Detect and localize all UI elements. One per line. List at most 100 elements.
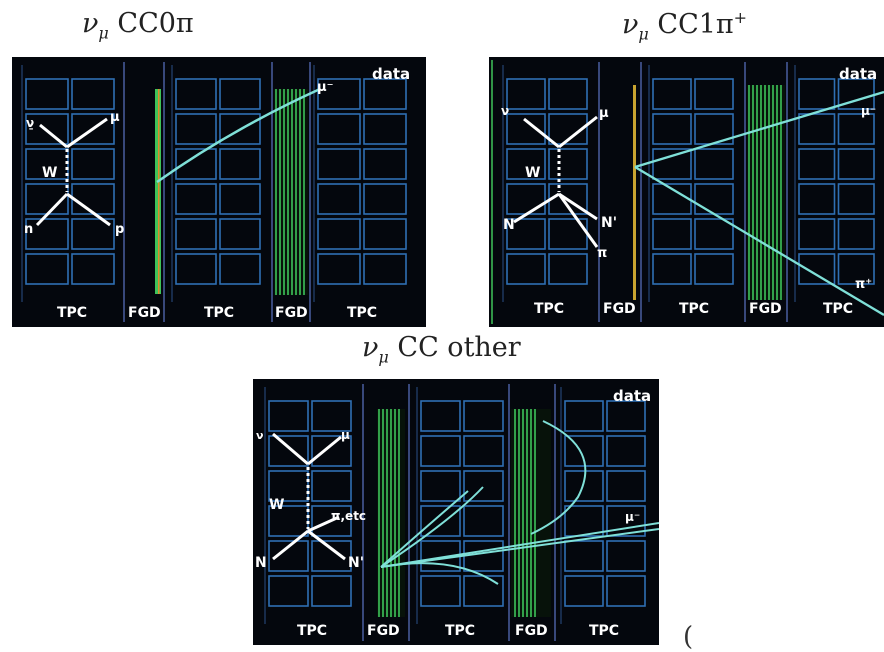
- feynman-label-pi: π: [597, 246, 607, 261]
- tpc-cell: [798, 253, 836, 285]
- tpc-cell: [317, 218, 361, 250]
- tpc-cell: [71, 113, 115, 145]
- tpc-cell: [363, 113, 407, 145]
- tpc-cell: [219, 148, 261, 180]
- tpc-cell: [363, 253, 407, 285]
- detector-label-fgd-1: FGD: [367, 623, 400, 639]
- detector-label-tpc-1: TPC: [297, 623, 327, 639]
- tpc-cell: [506, 113, 546, 145]
- tpc-cell: [606, 400, 646, 432]
- detector-label-fgd-2: FGD: [749, 301, 782, 317]
- tpc-cell: [564, 435, 604, 467]
- data-label: data: [613, 387, 651, 405]
- feynman-label-nu: ν̱: [26, 116, 34, 130]
- feynman-label-p: p: [115, 222, 124, 237]
- tpc-cell: [317, 78, 361, 110]
- event-display-cc0pi: ν̱ μ W n p μ⁻ data TPC FGD TPC FGD TPC: [12, 57, 426, 327]
- muon-track: [156, 87, 321, 184]
- tpc-cell: [25, 218, 69, 250]
- detector-label-fgd-2: FGD: [275, 305, 308, 321]
- trailing-glyph: (: [683, 622, 694, 652]
- tpc-cell: [71, 78, 115, 110]
- detector-label-tpc-1: TPC: [57, 305, 87, 321]
- tpc-cell: [311, 435, 352, 467]
- tpc-cell: [175, 113, 217, 145]
- tpc-cell: [506, 148, 546, 180]
- title-ccother: νμ CC other: [362, 332, 521, 367]
- detector-label-tpc-2: TPC: [679, 301, 709, 317]
- feynman-diagram: [272, 432, 346, 561]
- tpc-module-3: [794, 65, 875, 302]
- feynman-label-Nprime: N': [601, 215, 617, 231]
- tpc-cell: [317, 148, 361, 180]
- tpc-cell: [694, 148, 734, 180]
- tpc-cell: [837, 183, 875, 215]
- tpc-cell: [463, 470, 504, 502]
- detector-label-tpc-3: TPC: [347, 305, 377, 321]
- track-label-muon: μ⁻: [861, 104, 876, 118]
- tpc-cell: [219, 183, 261, 215]
- tpc-cell: [506, 253, 546, 285]
- tpc-module-2: [648, 65, 734, 302]
- tpc-cell: [564, 505, 604, 537]
- tpc-cell: [420, 400, 461, 432]
- tpc-cell: [606, 435, 646, 467]
- tpc-cell: [463, 505, 504, 537]
- feynman-label-mu: μ: [599, 106, 609, 121]
- tpc-cell: [311, 540, 352, 572]
- feynman-label-n: n: [24, 222, 33, 237]
- feynman-label-N: N: [255, 555, 267, 571]
- tpc-cell: [652, 78, 692, 110]
- tpc-cell: [420, 505, 461, 537]
- tpc-cell: [506, 218, 546, 250]
- fgd-2: [274, 89, 308, 295]
- tpc-cell: [506, 183, 546, 215]
- tpc-cell: [548, 113, 588, 145]
- fgd-2: [511, 409, 551, 617]
- tpc-cell: [798, 218, 836, 250]
- tpc-cell: [548, 253, 588, 285]
- tpc-cell: [463, 435, 504, 467]
- tpc-cell: [363, 218, 407, 250]
- tpc-cell: [311, 505, 352, 537]
- tpc-cell: [837, 218, 875, 250]
- tpc-cell: [317, 253, 361, 285]
- tpc-cell: [25, 78, 69, 110]
- tpc-cell: [175, 183, 217, 215]
- tpc-cell: [548, 148, 588, 180]
- tpc-cell: [175, 148, 217, 180]
- tpc-cell: [219, 78, 261, 110]
- tpc-cell: [694, 78, 734, 110]
- detector-label-tpc-2: TPC: [204, 305, 234, 321]
- tpc-cell: [71, 253, 115, 285]
- tpc-cell: [564, 540, 604, 572]
- title-cc1pi: νμ CC1π+: [622, 8, 748, 44]
- tpc-module-2: [171, 65, 261, 302]
- track-label-muon: μ⁻: [317, 80, 333, 95]
- detector-label-fgd-1: FGD: [128, 305, 161, 321]
- feynman-label-mu: μ: [110, 110, 120, 125]
- tpc-module-1: [21, 65, 115, 302]
- data-label: data: [839, 65, 877, 83]
- tpc-cell: [506, 78, 546, 110]
- tpc-cell: [420, 435, 461, 467]
- tpc-cell: [798, 148, 836, 180]
- tpc-cell: [606, 470, 646, 502]
- tpc-cell: [219, 253, 261, 285]
- detector-label-tpc-3: TPC: [823, 301, 853, 317]
- feynman-label-N: N: [503, 217, 515, 233]
- tpc-cell: [564, 400, 604, 432]
- feynman-label-nu: ν: [501, 104, 509, 118]
- tpc-cell: [463, 400, 504, 432]
- tpc-cell: [420, 575, 461, 607]
- tpc-cell: [317, 113, 361, 145]
- tpc-cell: [175, 78, 217, 110]
- title-cc0pi: νμ CC0π: [82, 8, 194, 43]
- tpc-cell: [219, 218, 261, 250]
- fgd-1: [377, 409, 405, 617]
- tpc-module-2: [416, 387, 504, 624]
- tpc-module-1: [502, 65, 588, 302]
- tpc-cell: [363, 78, 407, 110]
- tpc-cell: [463, 540, 504, 572]
- tpc-cell: [311, 470, 352, 502]
